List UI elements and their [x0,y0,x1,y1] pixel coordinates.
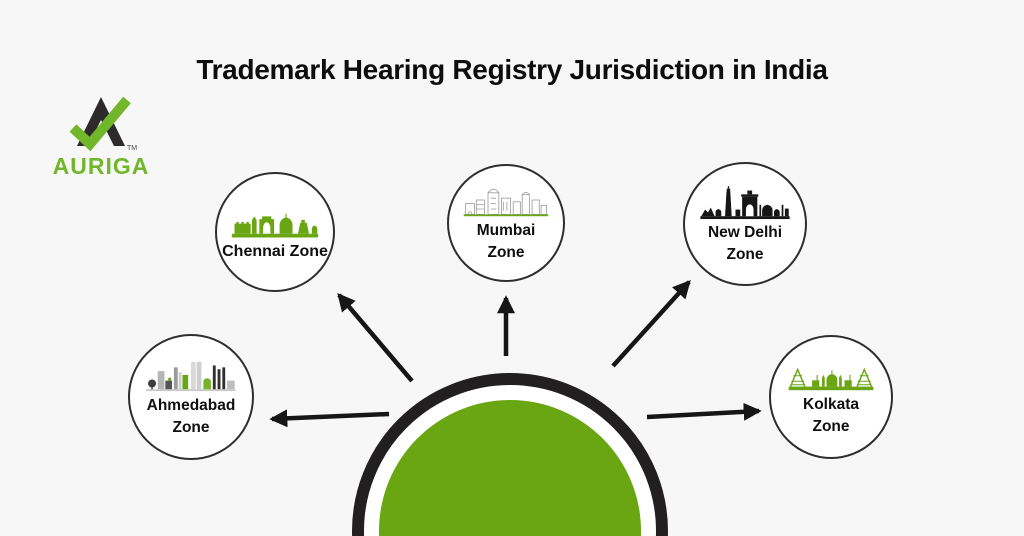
central-hub-circle [352,373,668,536]
arrow-to-new-delhi-icon [611,279,691,368]
arrow-to-kolkata-icon [646,402,762,421]
zone-label-line1: Ahmedabad [146,397,236,414]
zone-node-ahmedabad: Ahmedabad Zone [128,334,254,460]
logo-wordmark: AURIGA [52,153,150,179]
trademark-symbol: TM [127,145,137,152]
auriga-logo: TM AURIGA [46,94,156,180]
zone-node-new-delhi: New Delhi Zone [683,162,807,286]
arrow-to-ahmedabad-icon [269,409,390,428]
zone-node-mumbai: Mumbai Zone [447,164,565,282]
new-delhi-skyline-icon [700,186,790,220]
central-hub-inner-circle [379,400,641,536]
mumbai-skyline-icon [463,188,549,217]
arrow-to-chennai-icon [337,292,414,383]
kolkata-skyline-icon [788,367,874,391]
ahmedabad-skyline-icon [146,361,236,392]
zone-label-line2: Zone [172,419,210,436]
zone-label-line2: Zone [726,246,764,263]
zone-label: Chennai Zone [222,243,328,260]
page-title: Trademark Hearing Registry Jurisdiction … [196,54,828,85]
zone-label-line1: Kolkata [803,396,859,413]
auriga-logo-mark-icon: TM [69,96,137,152]
chennai-skyline-icon [231,213,319,238]
zone-label-line1: New Delhi [707,224,783,241]
zone-node-chennai: Chennai Zone [215,172,335,292]
zone-label-line2: Zone [487,244,525,261]
zone-node-kolkata: Kolkata Zone [769,335,893,459]
zone-label-line1: Mumbai [476,222,536,239]
zone-label-line2: Zone [812,418,850,435]
